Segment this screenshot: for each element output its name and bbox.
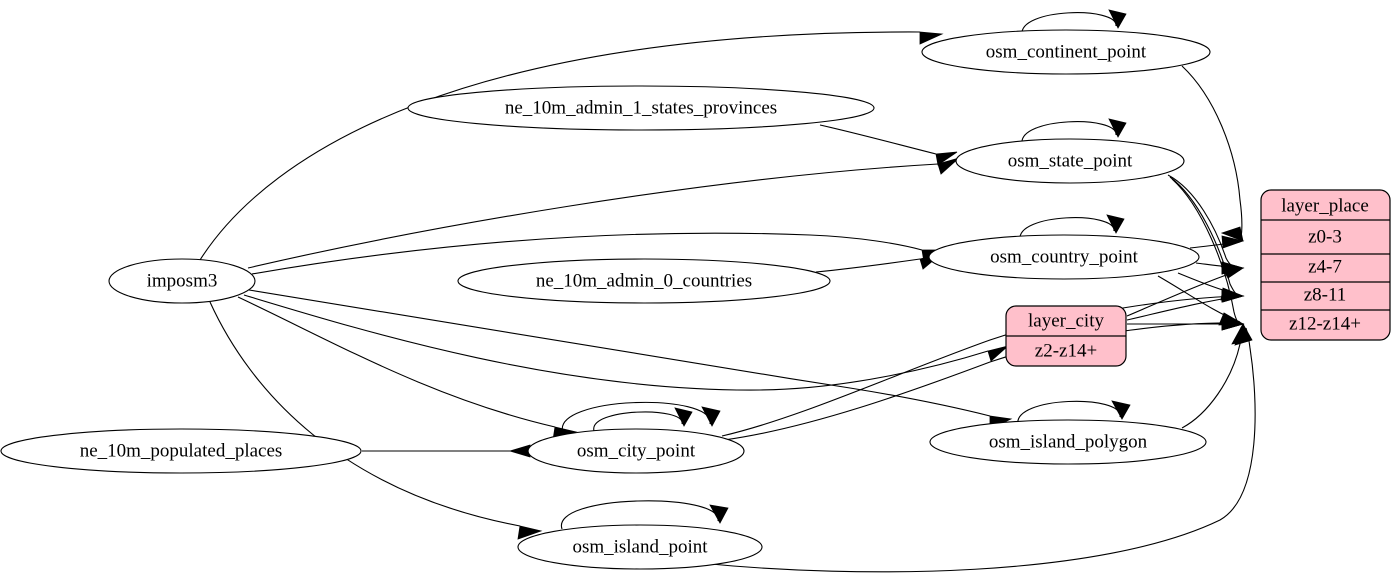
arrowhead-imposm3-osm_island_point [517,525,543,540]
arrowhead-selfloop-osm_island_point [709,504,729,524]
edge-imposm3-to-osm_city_point [237,296,556,428]
selfloop-osm_country_point [1019,217,1115,241]
record-layer_city[interactable]: layer_city z2-z14+ [1005,305,1127,367]
node-osm_country_point[interactable]: osm_country_point [928,234,1200,280]
edge-ne_states_provinces-to-osm_state_point [819,124,937,155]
arrowhead-selfloop-osm_island_polygon [1111,400,1131,420]
arrowhead-ne_populated_places-osm_city_point [508,444,531,458]
edge-osm_city_point-to-layer_place_z8_11 [721,295,1239,437]
record-layer_place-row-z12-z14-label: z12-z14+ [1289,313,1361,334]
selfloop-osm_city_point-outer [562,401,711,434]
arrowhead-ne_states_provinces-osm_state_point [935,151,958,166]
node-imposm3-shape[interactable] [108,258,256,304]
edge-ne_countries-to-osm_country_point [815,258,921,273]
edge-osm_island_point-to-layer_place_z12 [699,327,1256,573]
node-osm_continent_point-shape[interactable] [921,29,1211,75]
arrowhead-osm_island_point-z12 [1234,323,1253,346]
node-osm_island_polygon-label: osm_island_polygon [989,431,1148,452]
arrowhead-layer_city-z4_7 [1220,265,1245,279]
arrowhead-selfloop-osm_continent_point [1108,9,1127,29]
arrowhead-imposm3-osm_state_point [937,157,960,175]
node-ne_10m_admin_1_states_provinces-label: ne_10m_admin_1_states_provinces [505,97,777,118]
edge-osm_city_point-to-layer_place_z12 [723,322,1239,441]
record-layer_place-row-z0-3-label: z0-3 [1308,226,1342,247]
node-ne_10m_admin_0_countries-shape[interactable] [457,258,831,304]
node-osm_state_point-shape[interactable] [955,138,1185,184]
node-osm_city_point-label: osm_city_point [577,440,696,461]
edges-layer [199,9,1256,573]
arrowhead-imposm3-osm_continent_point [919,31,944,45]
selfloop-osm_continent_point [1021,12,1117,36]
node-osm_city_point-shape[interactable] [527,428,745,474]
edge-osm_state_point-to-layer_place_z8_11 [1169,176,1241,297]
selfloop-osm_state_point [1021,121,1117,145]
node-ne_10m_admin_1_states_provinces[interactable]: ne_10m_admin_1_states_provinces [407,85,875,131]
node-ne_10m_populated_places-shape[interactable] [0,428,362,474]
selfloop-osm_city_point-inner [593,411,683,432]
node-imposm3[interactable]: imposm3 [108,258,256,304]
edge-osm_continent_point-to-layer_place_z0_3 [1181,65,1243,242]
edge-imposm3-to-osm_continent_point [199,31,921,261]
record-layer_place-body[interactable] [1260,189,1391,341]
selfloop-osm_island_point [561,500,719,530]
node-osm_continent_point-label: osm_continent_point [986,41,1147,62]
arrowhead-selfloop-osm_city_point-inner [674,407,693,427]
edge-imposm3-to-osm_state_point [247,163,939,269]
arrowhead-imposm3-layer_city [987,345,1009,362]
node-osm_island_polygon-shape[interactable] [929,419,1207,465]
node-ne_10m_populated_places-label: ne_10m_populated_places [80,440,283,461]
record-layer_place-row-z8-11-label: z8-11 [1304,284,1347,305]
edge-imposm3-to-osm_island_polygon [248,289,991,417]
node-osm_island_point-shape[interactable] [517,524,763,570]
nodes-layer: imposm3 ne_10m_admin_1_states_provinces … [0,29,1211,570]
arrowhead-selfloop-osm_country_point [1106,214,1125,234]
edge-imposm3-to-osm_country_point [251,232,923,275]
node-ne_10m_admin_0_countries[interactable]: ne_10m_admin_0_countries [457,258,831,304]
node-osm_country_point-label: osm_country_point [990,246,1138,267]
arrowhead-selfloop-osm_city_point-outer [701,406,721,427]
edge-imposm3-to-osm_island_point [209,301,521,527]
record-layer_place-row-z4-7-label: z4-7 [1308,256,1342,277]
node-ne_10m_populated_places[interactable]: ne_10m_populated_places [0,428,362,474]
node-osm_continent_point[interactable]: osm_continent_point [921,29,1211,75]
node-osm_city_point[interactable]: osm_city_point [527,428,745,474]
node-osm_island_point-label: osm_island_point [572,536,708,557]
arrowhead-osm_continent_point-z0_3 [1220,226,1244,242]
record-layer_place-header-label: layer_place [1281,195,1369,216]
node-osm_state_point-label: osm_state_point [1008,150,1133,171]
record-layer_city-row-z2-z14-label: z2-z14+ [1035,340,1097,361]
record-layer_city-header-label: layer_city [1028,310,1104,331]
node-osm_country_point-shape[interactable] [928,234,1200,280]
arrowhead-layer_city-z8_11 [1221,289,1245,303]
node-osm_island_point[interactable]: osm_island_point [517,524,763,570]
node-imposm3-label: imposm3 [147,270,218,291]
node-osm_island_polygon[interactable]: osm_island_polygon [929,419,1207,465]
arrowhead-layer_city-z12 [1221,317,1245,331]
arrowhead-osm_country_point-z0_3 [1221,235,1245,249]
records-layer: layer_place z0-3 z4-7 z8-11 z12-z14+ lay… [1005,189,1391,367]
node-ne_10m_admin_0_countries-label: ne_10m_admin_0_countries [536,270,752,291]
node-ne_10m_admin_1_states_provinces-shape[interactable] [407,85,875,131]
node-osm_state_point[interactable]: osm_state_point [955,138,1185,184]
arrowhead-selfloop-osm_state_point [1108,118,1127,138]
edge-imposm3-to-layer_city [243,294,989,391]
record-layer_place[interactable]: layer_place z0-3 z4-7 z8-11 z12-z14+ [1260,189,1391,341]
